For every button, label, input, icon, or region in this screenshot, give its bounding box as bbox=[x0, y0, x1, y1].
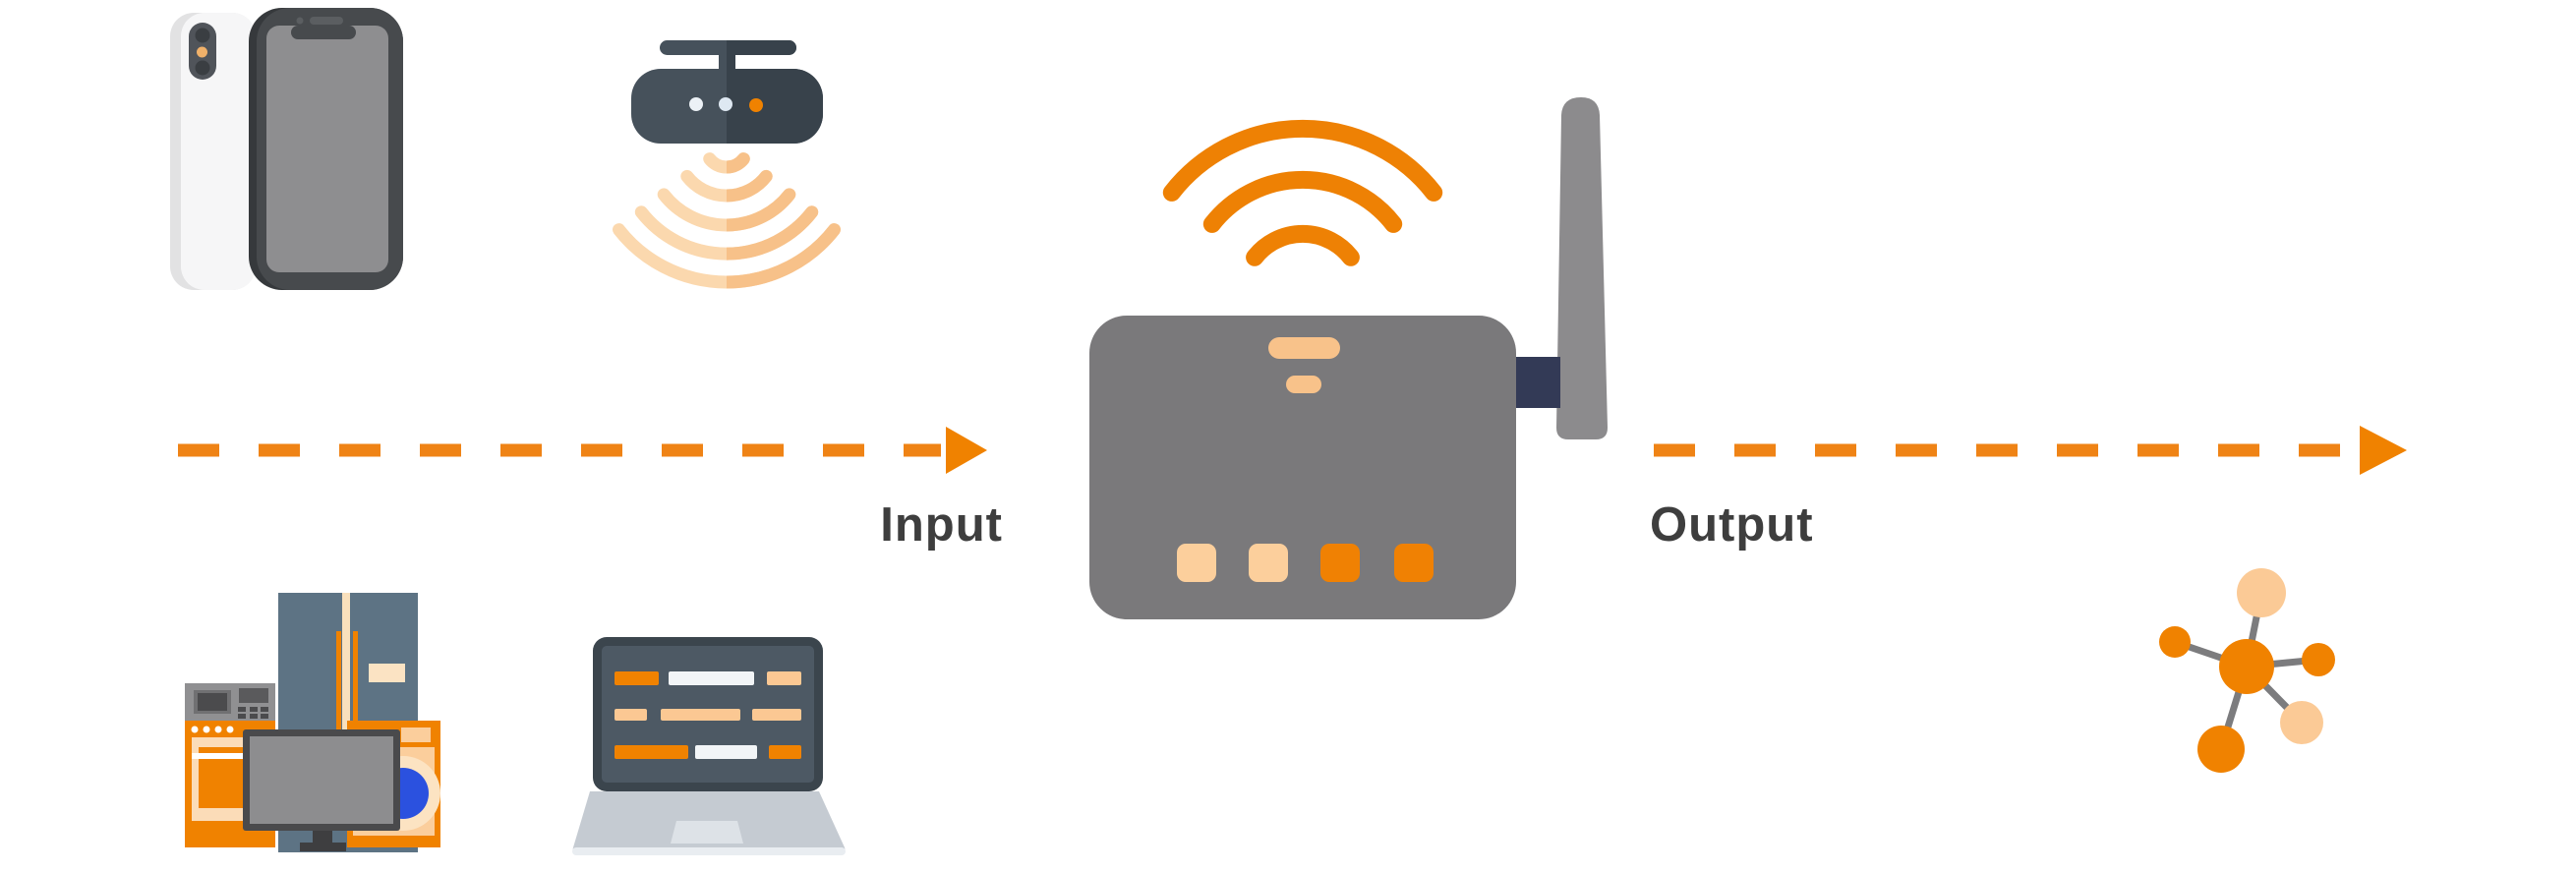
microwave bbox=[185, 683, 275, 721]
network-nodes-icon bbox=[2143, 555, 2355, 782]
trackpad bbox=[671, 821, 743, 844]
camera-module bbox=[189, 23, 216, 80]
notch bbox=[291, 26, 356, 39]
laptop-icon bbox=[568, 629, 853, 860]
sensor-body-shade bbox=[727, 40, 823, 144]
router-led-lights bbox=[1177, 544, 1434, 582]
tv-monitor bbox=[243, 729, 400, 851]
output-arrowhead bbox=[2360, 426, 2407, 475]
front-camera-dot bbox=[296, 17, 304, 25]
antenna-connector bbox=[1516, 357, 1560, 408]
speaker-slot bbox=[310, 17, 343, 25]
wireless-sensor-icon bbox=[610, 29, 850, 295]
wifi-router-icon bbox=[1082, 93, 1632, 629]
output-label: Output bbox=[1650, 498, 1814, 552]
laptop-screen bbox=[593, 637, 823, 791]
white-phone-back bbox=[170, 13, 256, 290]
home-appliances-icon bbox=[182, 590, 447, 857]
screen-content-bars bbox=[615, 671, 801, 759]
router-signal-bars bbox=[1268, 337, 1340, 393]
input-arrowhead bbox=[946, 427, 987, 474]
node-circles bbox=[2159, 568, 2335, 773]
router-wifi-waves bbox=[1162, 119, 1443, 266]
output-arrow bbox=[1644, 418, 2421, 483]
smartphone-icon bbox=[162, 5, 408, 292]
laptop-base bbox=[572, 791, 846, 855]
sensor-signal-waves-shade bbox=[727, 152, 841, 289]
input-label: Input bbox=[880, 498, 1003, 552]
central-node bbox=[2219, 639, 2274, 694]
input-arrow bbox=[172, 418, 998, 483]
dark-phone-front bbox=[249, 8, 403, 290]
router-body bbox=[1089, 316, 1516, 619]
sensor-status-lights bbox=[689, 97, 763, 112]
router-antenna bbox=[1556, 97, 1608, 439]
